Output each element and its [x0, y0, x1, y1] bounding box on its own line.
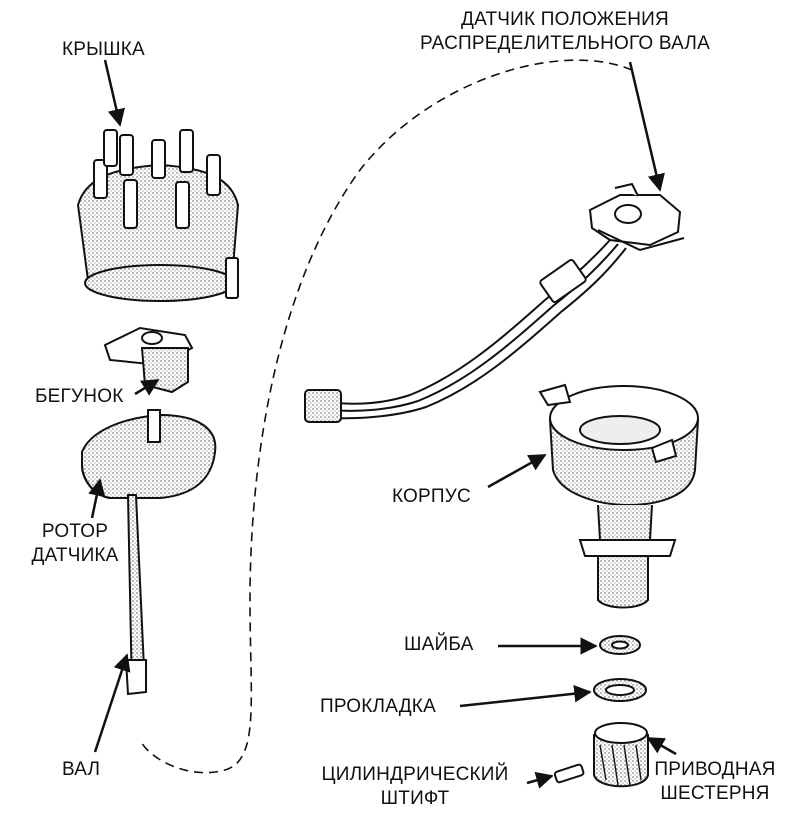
- gasket-drawing: [593, 678, 647, 702]
- sensor-drawing: [588, 182, 685, 252]
- arrow-gear: [646, 736, 677, 756]
- label-rotor: БЕГУНОК: [35, 386, 124, 407]
- label-shaft: ВАЛ: [62, 759, 101, 780]
- label-pickup-line1: РОТОР: [41, 521, 109, 542]
- label-pin: ЦИЛИНДРИЧЕСКИЙ ШТИФТ: [305, 763, 525, 811]
- label-pin-line1: ЦИЛИНДРИЧЕСКИЙ: [321, 764, 509, 785]
- washer-drawing: [599, 635, 641, 655]
- label-housing: КОРПУС: [392, 486, 471, 507]
- dashed-arc: [139, 59, 633, 774]
- label-gear-line2: ШЕСТЕРНЯ: [660, 783, 770, 804]
- arrow-pickup: [88, 478, 106, 519]
- label-pickup-rotor: РОТОР ДАТЧИКА: [20, 520, 130, 568]
- arrow-shaft: [93, 653, 131, 753]
- label-gear-line1: ПРИВОДНАЯ: [654, 759, 776, 780]
- arrow-cap: [103, 59, 125, 127]
- label-cap: КРЫШКА: [62, 39, 145, 60]
- pickup-rotor-shaft-drawing: [81, 409, 217, 696]
- pin-drawing: [553, 763, 585, 784]
- rotor-drawing: [103, 326, 194, 394]
- arrow-rotor: [134, 378, 160, 396]
- label-sensor: ДАТЧИК ПОЛОЖЕНИЯ РАСПРЕДЕЛИТЕЛЬНОГО ВАЛА: [395, 8, 735, 56]
- label-washer: ШАЙБА: [404, 634, 474, 655]
- distributor-cap-drawing: [76, 129, 240, 302]
- leader-arrows: [88, 59, 677, 789]
- label-sensor-line1: ДАТЧИК ПОЛОЖЕНИЯ: [461, 9, 669, 30]
- housing-drawing: [538, 383, 700, 609]
- label-sensor-line2: РАСПРЕДЕЛИТЕЛЬНОГО ВАЛА: [420, 33, 710, 54]
- arrow-sensor: [628, 61, 665, 192]
- label-gasket: ПРОКЛАДКА: [320, 696, 436, 717]
- label-drive-gear: ПРИВОДНАЯ ШЕСТЕРНЯ: [640, 758, 790, 806]
- harness-drawing: [304, 239, 627, 423]
- arrow-housing: [487, 453, 547, 489]
- label-pickup-line2: ДАТЧИКА: [31, 545, 119, 566]
- arrow-pin: [526, 771, 554, 789]
- label-pin-line2: ШТИФТ: [380, 788, 450, 809]
- drive-gear-drawing: [593, 722, 649, 788]
- arrow-gasket: [459, 684, 592, 708]
